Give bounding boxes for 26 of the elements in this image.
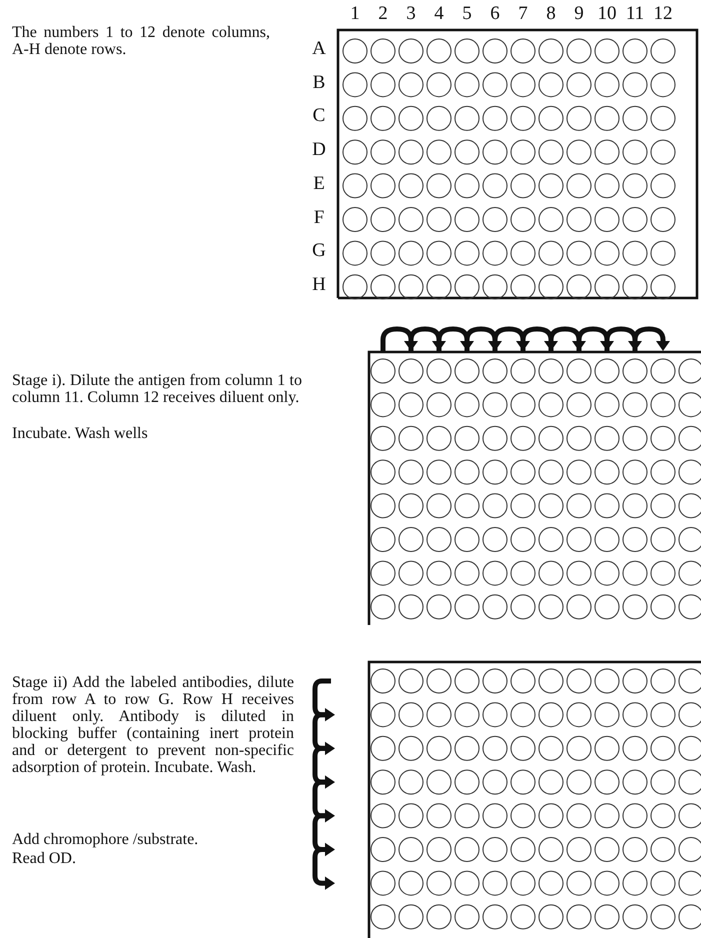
- row-letter: H: [311, 274, 327, 295]
- instruction-text: Add chromophore /substrate.: [12, 831, 200, 848]
- instruction-text: Stage ii) Add the labeled antibodies, dilute from row A to row G. Row H receives diluent only. Antibody is diluted in blocking buffer (containing inert protein and or detergent to prevent non-specific adsorption of protein. Incubate. Wash.: [12, 674, 294, 776]
- instruction-text: Stage i). Dilute the antigen from column 1 to column 11. Column 12 receives diluent only.: [12, 372, 302, 406]
- row-letter: C: [312, 106, 326, 126]
- column-number: 9: [573, 4, 585, 24]
- instruction-text: Read OD.: [12, 850, 77, 867]
- column-number: 4: [433, 4, 445, 24]
- row-letter: D: [311, 140, 327, 160]
- row-letter: G: [311, 241, 327, 262]
- row-letter: F: [312, 208, 326, 228]
- column-number: 2: [377, 4, 389, 24]
- column-number: 6: [489, 4, 501, 24]
- column-number: 5: [461, 4, 473, 24]
- column-number: 7: [517, 4, 529, 24]
- column-number: 1: [349, 4, 361, 24]
- row-letter: A: [311, 39, 327, 59]
- column-number: 8: [545, 4, 557, 24]
- row-letter: E: [312, 174, 326, 194]
- column-number: 11: [625, 4, 645, 24]
- column-number: 10: [597, 4, 617, 24]
- column-number: 12: [653, 4, 673, 24]
- row-letter: B: [312, 72, 326, 93]
- column-number: 3: [405, 4, 417, 24]
- instruction-text: Incubate. Wash wells: [12, 425, 149, 442]
- instruction-text: The numbers 1 to 12 denote columns, A-H denote rows.: [12, 24, 270, 58]
